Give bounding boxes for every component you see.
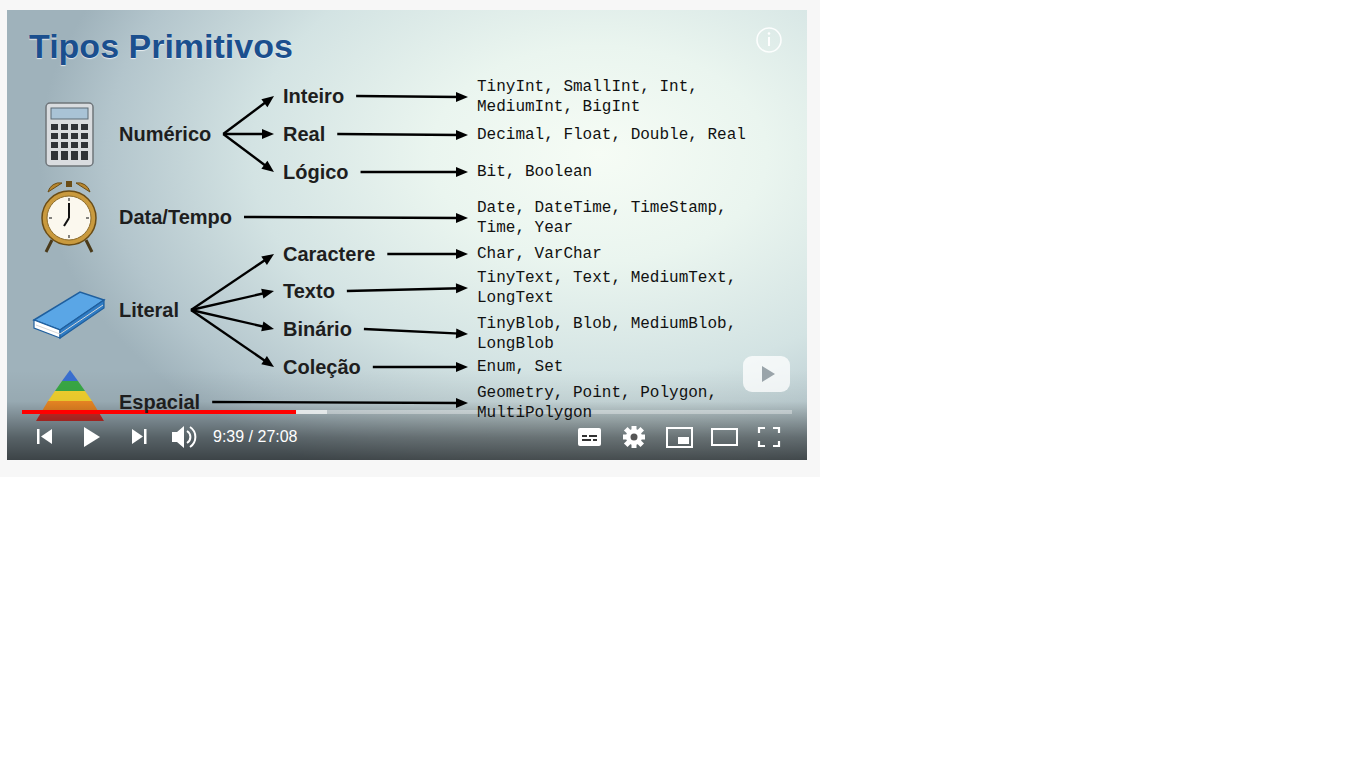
- arrow-head: [261, 254, 274, 265]
- arrow-head: [456, 92, 468, 102]
- type-list: Enum, Set: [477, 357, 769, 377]
- arrow-head: [261, 356, 274, 367]
- arrow-connector: [244, 213, 468, 223]
- type-list: Decimal, Float, Double, Real: [477, 125, 769, 145]
- arrow-connector: [191, 289, 274, 310]
- slide-title: Tipos Primitivos: [29, 26, 293, 66]
- arrow-head: [261, 289, 274, 299]
- category-name: Literal: [119, 298, 179, 322]
- arrow-head: [456, 398, 468, 408]
- arrow-head: [261, 161, 274, 172]
- category-name: Real: [283, 122, 325, 146]
- category-label: Inteiro: [283, 84, 344, 108]
- category-label: Binário: [283, 317, 352, 341]
- arrow-connector: [337, 130, 468, 140]
- arrow-line: [223, 133, 266, 135]
- type-names: TinyInt, SmallInt, Int, MediumInt, BigIn…: [477, 77, 769, 117]
- type-list: Date, DateTime, TimeStamp, Time, Year: [477, 198, 769, 238]
- arrow-line: [361, 171, 460, 173]
- video-time: 9:39 / 27:08: [213, 427, 298, 447]
- arrow-connector: [191, 254, 274, 310]
- arrow-head: [456, 328, 468, 338]
- type-names: TinyText, Text, MediumText, LongText: [477, 268, 769, 308]
- arrow-connector: [356, 92, 468, 102]
- arrow-line: [347, 288, 460, 291]
- type-list: TinyInt, SmallInt, Int, MediumInt, BigIn…: [477, 77, 769, 117]
- arrow-line: [223, 101, 267, 134]
- arrow-connector: [191, 310, 274, 331]
- category-name: Caractere: [283, 242, 375, 266]
- category-label: Espacial: [119, 390, 200, 414]
- arrow-head: [456, 130, 468, 140]
- category-name: Binário: [283, 317, 352, 341]
- arrow-connector: [191, 310, 274, 367]
- arrow-head: [456, 213, 468, 223]
- arrow-line: [191, 293, 266, 310]
- type-names: Date, DateTime, TimeStamp, Time, Year: [477, 198, 769, 238]
- category-label: Data/Tempo: [119, 205, 232, 229]
- category-label: Texto: [283, 279, 335, 303]
- arrow-head: [456, 167, 468, 177]
- category-name: Inteiro: [283, 84, 344, 108]
- arrow-line: [356, 95, 460, 98]
- arrow-line: [244, 216, 460, 219]
- arrow-line: [212, 401, 460, 404]
- arrow-connector: [223, 134, 274, 172]
- arrow-connector: [364, 328, 468, 338]
- category-name: Data/Tempo: [119, 205, 232, 229]
- category-name: Espacial: [119, 390, 200, 414]
- category-name: Lógico: [283, 160, 349, 184]
- category-name: Texto: [283, 279, 335, 303]
- type-list: Geometry, Point, Polygon, MultiPolygon: [477, 383, 769, 423]
- type-names: Enum, Set: [477, 357, 769, 377]
- category-label: Coleção: [283, 355, 361, 379]
- arrow-connector: [361, 167, 468, 177]
- category-label: Numérico: [119, 122, 211, 146]
- arrow-line: [191, 310, 267, 362]
- type-list: Char, VarChar: [477, 244, 769, 264]
- arrow-head: [456, 249, 468, 259]
- arrow-line: [387, 253, 460, 255]
- arrow-connector: [387, 249, 468, 259]
- category-label: Caractere: [283, 242, 375, 266]
- arrow-head: [261, 96, 274, 107]
- arrow-line: [223, 134, 267, 167]
- category-label: Real: [283, 122, 325, 146]
- arrow-line: [373, 366, 460, 368]
- category-name: Numérico: [119, 122, 211, 146]
- arrow-connector: [212, 398, 468, 408]
- arrow-head: [262, 129, 274, 139]
- arrow-head: [456, 362, 468, 372]
- type-names: Decimal, Float, Double, Real: [477, 125, 769, 145]
- category-name: Coleção: [283, 355, 361, 379]
- type-list: TinyBlob, Blob, MediumBlob, LongBlob: [477, 314, 769, 354]
- category-label: Lógico: [283, 160, 349, 184]
- arrow-line: [364, 329, 460, 334]
- arrow-connector: [223, 129, 274, 139]
- arrow-connector: [223, 96, 274, 134]
- type-names: Geometry, Point, Polygon, MultiPolygon: [477, 383, 769, 423]
- type-names: Bit, Boolean: [477, 162, 769, 182]
- arrow-head: [261, 321, 274, 331]
- type-list: Bit, Boolean: [477, 162, 769, 182]
- arrow-line: [337, 133, 460, 136]
- type-list: TinyText, Text, MediumText, LongText: [477, 268, 769, 308]
- arrow-line: [191, 258, 267, 310]
- type-names: Char, VarChar: [477, 244, 769, 264]
- type-names: TinyBlob, Blob, MediumBlob, LongBlob: [477, 314, 769, 354]
- arrow-head: [456, 283, 468, 293]
- arrow-connector: [373, 362, 468, 372]
- arrow-connector: [347, 283, 468, 293]
- category-label: Literal: [119, 298, 179, 322]
